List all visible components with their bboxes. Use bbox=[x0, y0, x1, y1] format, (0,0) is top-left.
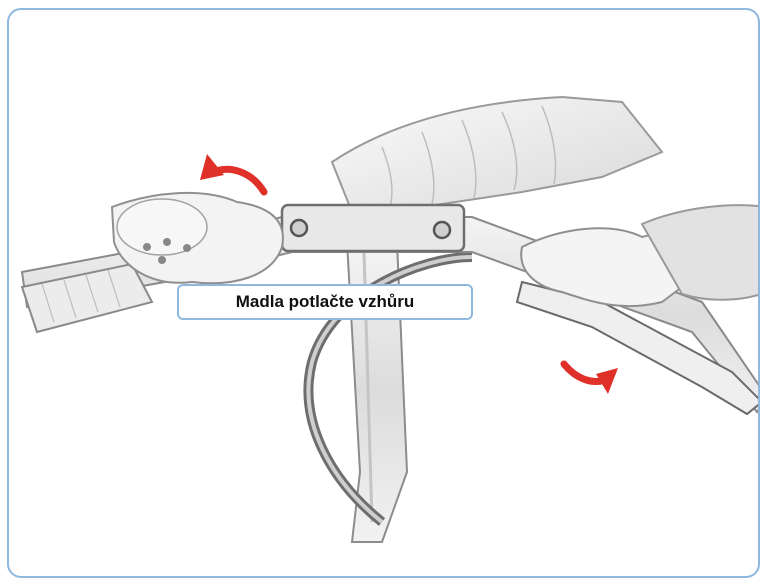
upper-arm-sleeve bbox=[332, 97, 662, 212]
curved-red-arrow-icon bbox=[200, 154, 264, 192]
clamp-bolt-left bbox=[291, 220, 307, 236]
callout-text: Madla potlačte vzhůru bbox=[236, 292, 415, 312]
instruction-callout: Madla potlačte vzhůru bbox=[177, 284, 473, 320]
illustration-frame: Madla potlačte vzhůru bbox=[7, 8, 760, 578]
curved-red-arrow-icon bbox=[564, 364, 618, 394]
clamp-bolt-right bbox=[434, 222, 450, 238]
